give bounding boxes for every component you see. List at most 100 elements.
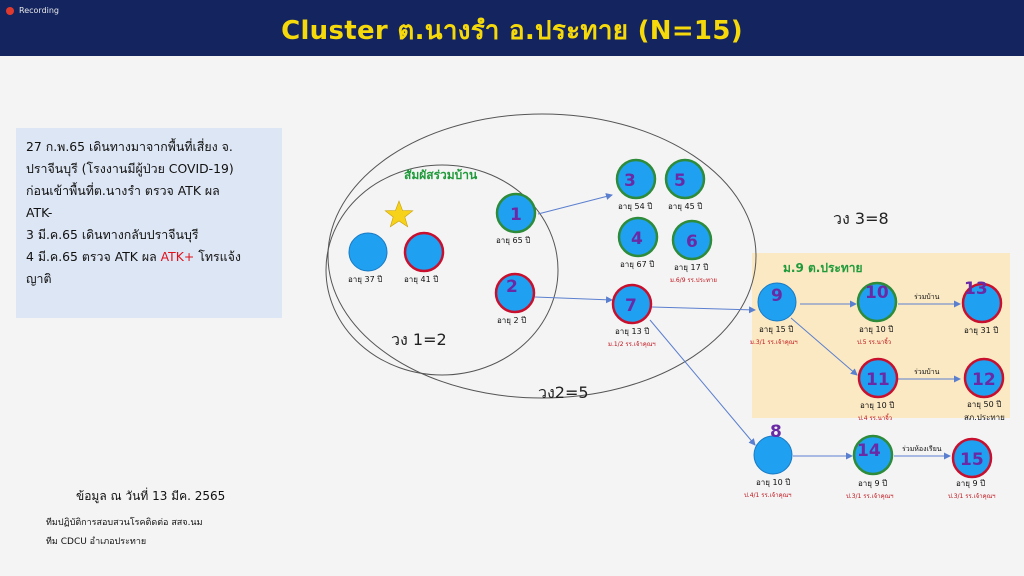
timeline-info-box: 27 ก.พ.65 เดินทางมาจากพื้นที่เสี่ยง จ. ป… bbox=[16, 128, 282, 318]
case-node-5-number: 5 bbox=[674, 171, 686, 191]
case-node-8-age: อายุ 10 ปี bbox=[756, 478, 790, 487]
team-credit-2: ทีม CDCU อำเภอประทาย bbox=[46, 537, 147, 547]
case-node-12-place: สภ.ประทาย bbox=[964, 413, 1005, 422]
slide-title: Cluster ต.นางรำ อ.ประทาย (N=15) bbox=[281, 16, 743, 46]
case-node-11-circle bbox=[857, 357, 899, 399]
case-node-2-number: 2 bbox=[506, 277, 518, 297]
info-line-6-suffix: โทรแจ้ง bbox=[194, 249, 241, 264]
case-node-11-place: ป.4 รร.นาจิ้ว bbox=[858, 412, 892, 422]
recording-label: Recording bbox=[19, 6, 60, 15]
info-line-2: ปราจีนบุรี (โรงงานมีผู้ป่วย COVID-19) bbox=[26, 161, 234, 176]
case-node-3: 3 อายุ 54 ปี bbox=[615, 158, 657, 211]
case-node-9-age: อายุ 15 ปี bbox=[759, 325, 793, 334]
case-node-9-place: ม.3/1 รร.เจ้าคุณฯ bbox=[750, 339, 798, 346]
case-node-15: 15 อายุ 9 ปี ป.3/1 รร.เจ้าคุณฯ bbox=[948, 437, 996, 500]
case-node-13: 13 อายุ 31 ปี bbox=[961, 279, 1003, 335]
case-node-4-number: 4 bbox=[631, 229, 643, 249]
case-node-15-age: อายุ 9 ปี bbox=[956, 479, 985, 488]
case-node-12-age: อายุ 50 ปี bbox=[967, 400, 1001, 409]
case-node-12: 12 อายุ 50 ปี สภ.ประทาย bbox=[963, 357, 1005, 422]
case-node-9-circle bbox=[757, 282, 797, 322]
recording-indicator: Recording bbox=[6, 6, 59, 15]
edge-label-14-15: ร่วมห้องเรียน bbox=[902, 445, 942, 453]
case-node-12-circle bbox=[963, 357, 1005, 399]
case-node-13-age: อายุ 31 ปี bbox=[964, 326, 998, 335]
household-contact-label: สัมผัสร่วมบ้าน bbox=[404, 168, 478, 182]
case-node-7-place: ม.1/2 รร.เจ้าคุณฯ bbox=[608, 341, 656, 348]
case-node-7-circle bbox=[611, 283, 653, 325]
title-bar: Recording Cluster ต.นางรำ อ.ประทาย (N=15… bbox=[0, 0, 1024, 56]
case-node-8: 8 อายุ 10 ปี ป.4/1 รร.เจ้าคุณฯ bbox=[744, 422, 793, 499]
data-date: ข้อมูล ณ วันที่ 13 มีค. 2565 bbox=[76, 489, 226, 503]
info-line-1: 27 ก.พ.65 เดินทางมาจากพื้นที่เสี่ยง จ. bbox=[26, 139, 233, 154]
case-node-14-circle bbox=[852, 434, 894, 476]
case-node-8-place: ป.4/1 รร.เจ้าคุณฯ bbox=[744, 492, 792, 499]
case-node-14: 14 อายุ 9 ปี ป.3/1 รร.เจ้าคุณฯ bbox=[846, 434, 894, 500]
case-node-7-number: 7 bbox=[625, 296, 637, 316]
arrow-1-to-3 bbox=[537, 193, 613, 215]
case-node-5-circle bbox=[664, 158, 706, 200]
index-case-1: อายุ 37 ปี bbox=[348, 232, 388, 284]
case-node-13-number: 13 bbox=[964, 279, 988, 299]
case-node-1-age: อายุ 65 ปี bbox=[496, 236, 530, 245]
info-line-6-prefix: 4 มี.ค.65 ตรวจ ATK ผล bbox=[26, 249, 161, 264]
case-node-4-circle bbox=[617, 216, 659, 258]
index-case-1-circle bbox=[348, 232, 388, 272]
case-node-8-circle bbox=[753, 435, 793, 475]
record-dot-icon bbox=[6, 6, 14, 15]
case-node-10: 10 อายุ 10 ปี ป.5 รร.นาจิ้ว bbox=[856, 281, 898, 346]
case-node-1: 1 อายุ 65 ปี bbox=[495, 192, 537, 245]
case-node-5-age: อายุ 45 ปี bbox=[668, 202, 702, 211]
case-node-7-age: อายุ 13 ปี bbox=[615, 327, 649, 336]
case-node-11-number: 11 bbox=[866, 370, 890, 390]
edge-label-10-13: ร่วมบ้าน bbox=[914, 293, 940, 301]
ring-2-ellipse bbox=[327, 113, 757, 399]
case-node-3-age: อายุ 54 ปี bbox=[618, 202, 652, 211]
index-case-2-circle bbox=[403, 231, 445, 273]
case-node-10-place: ป.5 รร.นาจิ้ว bbox=[857, 336, 891, 346]
case-node-15-circle bbox=[951, 437, 993, 479]
case-node-6-number: 6 bbox=[686, 232, 698, 252]
case-node-5: 5 อายุ 45 ปี bbox=[664, 158, 706, 211]
info-line-5: 3 มี.ค.65 เดินทางกลับปราจีนบุรี bbox=[26, 227, 199, 242]
arrow-9-to-11 bbox=[790, 317, 858, 376]
case-node-11: 11 อายุ 10 ปี ป.4 รร.นาจิ้ว bbox=[857, 357, 899, 422]
info-line-3: ก่อนเข้าพื้นที่ต.นางรำ ตรวจ ATK ผล bbox=[26, 183, 220, 198]
case-node-9: 9 อายุ 15 ปี ม.3/1 รร.เจ้าคุณฯ bbox=[750, 282, 798, 346]
atk-positive-text: ATK+ bbox=[160, 249, 195, 264]
case-node-15-place: ป.3/1 รร.เจ้าคุณฯ bbox=[948, 493, 996, 500]
ring-2-label: วง2=5 bbox=[538, 383, 589, 402]
case-node-2: 2 อายุ 2 ปี bbox=[494, 272, 536, 325]
index-case-1-age: อายุ 37 ปี bbox=[348, 275, 382, 284]
case-node-14-number: 14 bbox=[857, 441, 881, 461]
case-node-1-number: 1 bbox=[510, 205, 522, 225]
case-node-10-age: อายุ 10 ปี bbox=[859, 325, 893, 334]
case-node-13-circle bbox=[961, 282, 1003, 324]
case-node-6-circle bbox=[671, 219, 713, 261]
case-node-1-circle bbox=[495, 192, 537, 234]
ring-1-ellipse bbox=[325, 164, 559, 376]
case-node-14-place: ป.3/1 รร.เจ้าคุณฯ bbox=[846, 493, 894, 500]
case-node-3-circle bbox=[615, 158, 657, 200]
info-line-7: ญาติ bbox=[26, 271, 52, 286]
case-node-6-age: อายุ 17 ปี bbox=[674, 263, 708, 272]
case-node-2-age: อายุ 2 ปี bbox=[497, 316, 526, 325]
village-label: ม.9 ต.ประทาย bbox=[783, 261, 863, 275]
case-node-11-age: อายุ 10 ปี bbox=[860, 401, 894, 410]
case-node-2-circle bbox=[494, 272, 536, 314]
case-node-3-number: 3 bbox=[624, 171, 636, 191]
team-credit-1: ทีมปฏิบัติการสอบสวนโรคติดต่อ สสจ.นม bbox=[46, 518, 203, 528]
case-node-9-number: 9 bbox=[771, 286, 783, 306]
star-icon bbox=[384, 200, 414, 228]
case-node-4-age: อายุ 67 ปี bbox=[620, 260, 654, 269]
case-node-8-number: 8 bbox=[770, 422, 782, 442]
case-node-6-place: ม.6/9 รร.ประทาย bbox=[670, 277, 717, 284]
info-line-4: ATK- bbox=[26, 205, 53, 220]
case-node-6: 6 อายุ 17 ปี ม.6/9 รร.ประทาย bbox=[670, 219, 717, 284]
case-node-10-circle bbox=[856, 281, 898, 323]
arrow-7-to-9 bbox=[651, 306, 756, 314]
index-case-2-age: อายุ 41 ปี bbox=[404, 275, 438, 284]
case-node-12-number: 12 bbox=[972, 370, 996, 390]
case-node-14-age: อายุ 9 ปี bbox=[858, 479, 887, 488]
arrow-2-to-7 bbox=[534, 296, 613, 304]
